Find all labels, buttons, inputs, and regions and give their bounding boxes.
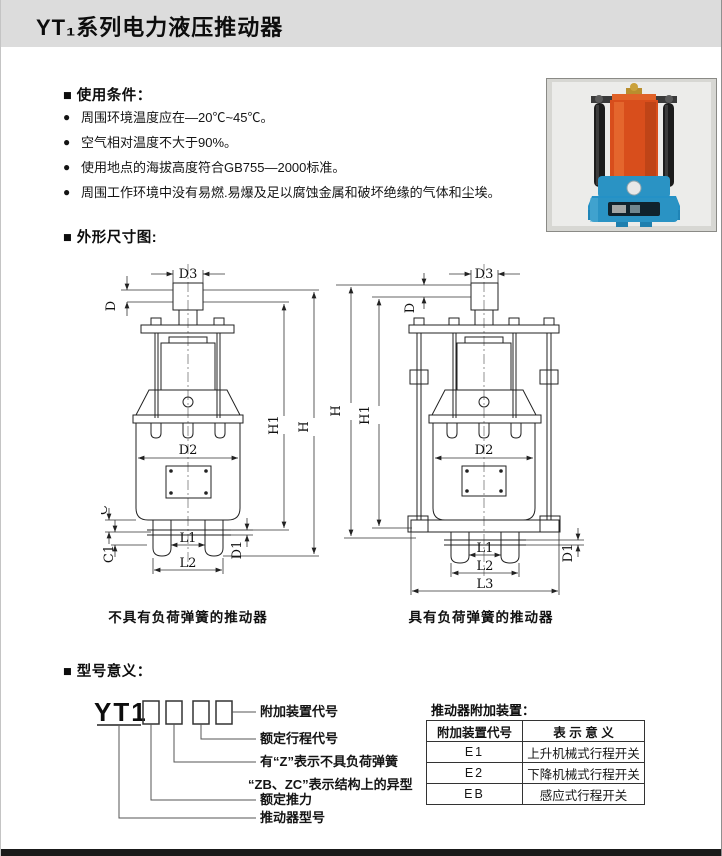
product-photo [546, 78, 717, 232]
cell-code: E1 [426, 741, 523, 763]
caption-with-spring: 具有负荷弹簧的推动器 [408, 610, 554, 625]
callout-leader-lines [118, 711, 256, 819]
caption-without-spring: 不具有负荷弹簧的推动器 [108, 610, 268, 625]
callout-rated-thrust: 额定推力 [260, 792, 312, 807]
callout-z-meaning: 有“Z”表示不具负荷弹簧 [260, 754, 398, 769]
dim-label-h1: H1 [358, 405, 373, 425]
figure-with-spring: D3 D D2 L1 L2 L3 D1 H H1 [329, 264, 584, 595]
cell-code: E2 [426, 762, 523, 784]
dim-label-d1: D1 [230, 541, 245, 560]
model-heading: ■ 型号意义： [63, 664, 152, 680]
cell-meaning: 下降机械式行程开关 [522, 762, 645, 784]
col-header-meaning: 表 示 意 义 [522, 720, 645, 742]
model-prefix: YT1 [94, 697, 148, 727]
dim-label-c1: C1 [102, 545, 117, 563]
usage-bullet-1: ● 周围环境温度应在—20℃~45℃。 [63, 107, 533, 126]
footer-bar [1, 849, 721, 856]
cell-meaning: 感应式行程开关 [522, 783, 645, 805]
dim-label-d2: D2 [475, 443, 494, 458]
bullet-icon: ● [63, 110, 71, 124]
usage-bullet-2: ● 空气相对温度不大于90%。 [63, 132, 533, 151]
attachment-table: 附加装置代号 表 示 意 义 E1 上升机械式行程开关 E2 下降机械式行程开关… [426, 720, 645, 805]
table-row: EB 感应式行程开关 [426, 783, 645, 805]
bullet-icon: ● [63, 185, 71, 199]
dimension-lines [105, 270, 319, 574]
dim-label-l2: L2 [477, 559, 494, 574]
dim-label-h1: H1 [267, 415, 282, 435]
usage-bullet-text: 周围工作环境中没有易燃.易爆及足以腐蚀金属和破坏绝缘的气体和尘埃。 [81, 185, 501, 200]
usage-bullet-text: 使用地点的海拔高度符合GB755—2000标准。 [81, 160, 346, 175]
header-band [1, 0, 721, 47]
dim-label-h: H [329, 405, 344, 416]
attachment-table-title: 推动器附加装置： [431, 703, 536, 718]
figure-without-spring: D3 D D2 L1 L2 C C1 D1 H1 H [101, 264, 319, 574]
callout-attachment-code: 附加装置代号 [260, 704, 338, 719]
table-row: E2 下降机械式行程开关 [426, 762, 645, 784]
thruster-outline [407, 282, 561, 564]
dim-label-l3: L3 [477, 577, 494, 592]
dim-label-l2: L2 [180, 556, 197, 571]
dim-label-h: H [297, 421, 312, 432]
usage-bullet-4: ● 周围工作环境中没有易燃.易爆及足以腐蚀金属和破坏绝缘的气体和尘埃。 [63, 182, 533, 201]
callout-stroke-code: 额定行程代号 [260, 731, 338, 746]
dim-label-d: D [403, 303, 418, 313]
dim-label-d3: D3 [475, 267, 494, 282]
dim-label-l1: L1 [180, 531, 197, 546]
cell-meaning: 上升机械式行程开关 [522, 741, 645, 763]
dim-label-d: D [104, 301, 119, 311]
thruster-product [588, 83, 680, 227]
dim-label-l1: L1 [477, 541, 494, 556]
page-title: YT₁系列电力液压推动器 [36, 15, 284, 40]
callout-zb-zc-meaning: “ZB、ZC”表示结构上的异型 [248, 777, 413, 792]
model-code-boxes [142, 700, 233, 725]
table-header-row: 附加装置代号 表 示 意 义 [426, 720, 645, 742]
dim-label-d3: D3 [179, 267, 198, 282]
callout-model-number: 推动器型号 [260, 810, 325, 825]
usage-bullet-text: 周围环境温度应在—20℃~45℃。 [81, 110, 274, 125]
table-row: E1 上升机械式行程开关 [426, 741, 645, 763]
model-meaning-diagram: YT1 附加装置代号 额定行程代号 有“Z”表示不具负荷弹簧 “ZB、ZC”表示… [94, 697, 413, 825]
bullet-icon: ● [63, 135, 71, 149]
usage-heading: ■ 使用条件： [63, 88, 152, 104]
usage-bullet-3: ● 使用地点的海拔高度符合GB755—2000标准。 [63, 157, 533, 176]
dimension-heading: ■ 外形尺寸图: [63, 230, 158, 246]
dimension-lines [336, 270, 584, 595]
dim-label-d2: D2 [179, 443, 198, 458]
dim-label-d1: D1 [561, 544, 576, 563]
usage-bullet-text: 空气相对温度不大于90%。 [81, 135, 238, 150]
bullet-icon: ● [63, 160, 71, 174]
cell-code: EB [426, 783, 523, 805]
dim-label-c: C [101, 505, 111, 515]
col-header-code: 附加装置代号 [426, 720, 523, 742]
thruster-outline [132, 282, 244, 557]
